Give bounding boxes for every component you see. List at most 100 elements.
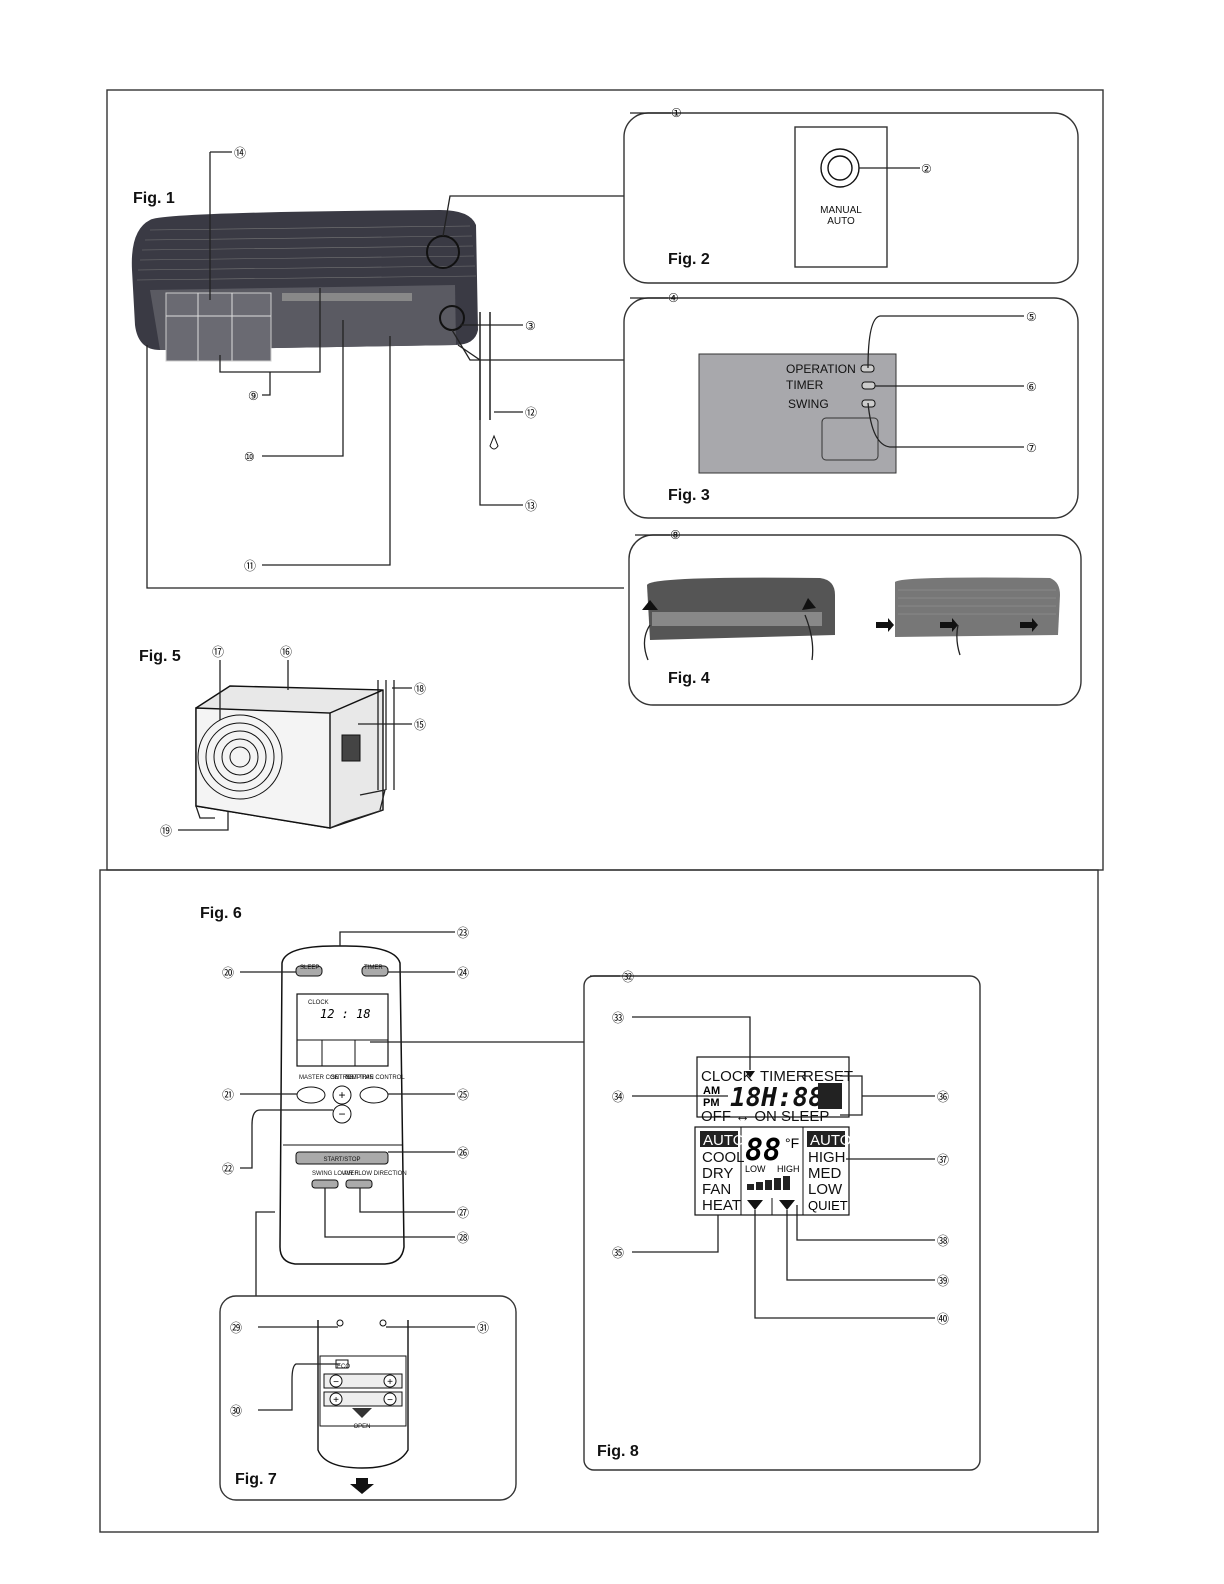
svg-text:+: + (387, 1377, 393, 1388)
callout-12: ⑫ (525, 406, 537, 420)
callout-6: ⑥ (1026, 380, 1037, 394)
fig8-panel (583, 975, 981, 1471)
lcd-fan-low: LOW (808, 1181, 843, 1198)
open-arrow-icon (352, 1408, 372, 1418)
fig7-panel (219, 1295, 517, 1501)
lcd-temp: 88 (745, 1133, 781, 1168)
swing-louver-label: SWING LOUVER (312, 1171, 359, 1177)
callout-40: ㊵ (937, 1312, 949, 1326)
callout-9: ⑨ (248, 389, 259, 403)
set-time-label: SET TIME (346, 1075, 373, 1081)
lcd-fan-high: HIGH (808, 1149, 846, 1166)
svg-text:−: − (333, 1377, 339, 1388)
callout-30: ㉚ (230, 1404, 242, 1418)
lcd-clock: CLOCK (701, 1068, 753, 1085)
callout-4: ④ (668, 291, 679, 305)
remote-timer-label: TIMER (364, 965, 383, 971)
set-temp-label: SET TEMP (331, 1075, 361, 1081)
svg-text:−: − (387, 1395, 393, 1406)
callout-21: ㉑ (222, 1088, 234, 1102)
callout-19: ⑲ (160, 824, 172, 838)
callout-24: ㉔ (457, 966, 469, 980)
callout-16: ⑯ (280, 645, 292, 659)
auto-label: AUTO (827, 216, 855, 227)
fig7-label: Fig. 7 (235, 1471, 277, 1488)
fig4-panel (628, 534, 1082, 706)
eco-label: ECO (337, 1364, 350, 1370)
callout-13: ⑬ (525, 499, 537, 513)
lcd-am: AM (703, 1085, 720, 1097)
indicator-panel (698, 353, 897, 474)
lcd-off-on-sleep: OFF ↔ ON SLEEP (701, 1108, 829, 1125)
operation-label: OPERATION (786, 362, 856, 376)
air-flow-direction-label: AIR FLOW DIRECTION (343, 1171, 407, 1177)
callout-14: ⑭ (234, 146, 246, 160)
callout-26: ㉖ (457, 1146, 469, 1160)
fig2-label: Fig. 2 (668, 251, 710, 268)
remote-lcd (296, 993, 389, 1067)
remote-back: ECO − + + − OPEN (317, 1319, 409, 1494)
lcd-display: CLOCK TIMER RESET AM PM 18H:88M OFF ↔ ON… (694, 1056, 853, 1216)
lcd-mode-auto: AUTO (703, 1132, 744, 1149)
lcd-fan-quiet: QUIET (808, 1198, 848, 1213)
callout-23: ㉓ (457, 926, 469, 940)
remote-sleep-label: SLEEP (300, 965, 319, 971)
callout-10: ⑩ (244, 450, 255, 464)
callout-15: ⑮ (414, 718, 426, 732)
lcd-unit: °F (785, 1135, 799, 1151)
callout-3: ③ (525, 319, 536, 333)
lcd-low: LOW (745, 1164, 766, 1174)
start-stop-label: START/STOP (323, 1157, 360, 1163)
fig1-label: Fig. 1 (133, 190, 175, 207)
fig3-label: Fig. 3 (668, 487, 710, 504)
fig2-panel (623, 112, 1079, 284)
lcd-fan-bars (747, 1176, 790, 1190)
lcd-sleep-block-icon (818, 1083, 842, 1109)
callout-1: ① (671, 106, 682, 120)
fig3-panel (623, 297, 1079, 519)
minus-button-label: − (338, 1107, 345, 1121)
manual-auto-button-icon (820, 148, 860, 188)
lcd-fan-auto: AUTO (810, 1132, 851, 1149)
callout-29: ㉙ (230, 1321, 242, 1335)
timer-lamp-icon (861, 381, 876, 390)
fig4-unit-closed (876, 577, 1060, 656)
fig6-label: Fig. 6 (200, 905, 242, 922)
lcd-mode-heat: HEAT (702, 1197, 741, 1214)
lower-frame (99, 869, 1099, 1533)
callout-8: ⑧ (670, 528, 681, 542)
callout-11: ⑪ (244, 559, 256, 573)
lcd-pm: PM (703, 1097, 720, 1109)
callout-28: ㉘ (457, 1231, 469, 1245)
fan-control-label: FAN CONTROL (362, 1075, 405, 1081)
callout-22: ㉒ (222, 1162, 234, 1176)
callout-27: ㉗ (457, 1206, 469, 1220)
lcd-arrow-right-icon (779, 1200, 795, 1210)
callout-33: ㉝ (612, 1011, 624, 1025)
lcd-timer: TIMER (760, 1068, 807, 1085)
lcd-high: HIGH (777, 1164, 800, 1174)
callout-17: ⑰ (212, 645, 224, 659)
callout-38: ㊳ (937, 1234, 949, 1248)
callout-34: ㉞ (612, 1090, 624, 1104)
open-label: OPEN (353, 1424, 370, 1430)
fig5-label: Fig. 5 (139, 648, 181, 665)
callout-18: ⑱ (414, 682, 426, 696)
callout-37: ㊲ (937, 1153, 949, 1167)
lcd-reset: RESET (803, 1068, 853, 1085)
remote-clock-label: CLOCK (308, 1000, 329, 1006)
callout-2: ② (921, 162, 932, 176)
manual-auto-switch-plate (794, 126, 888, 268)
callout-32: ㉜ (622, 970, 634, 984)
callout-35: ㉟ (612, 1246, 624, 1260)
lcd-arrow-left-icon (747, 1200, 763, 1210)
fig4-label: Fig. 4 (668, 670, 710, 687)
fig4-unit-open (642, 577, 835, 661)
callout-7: ⑦ (1026, 441, 1037, 455)
indoor-unit (131, 210, 499, 450)
lcd-mode-dry: DRY (702, 1165, 733, 1182)
lcd-mode-cool: COOL (702, 1149, 745, 1166)
fig8-label: Fig. 8 (597, 1443, 639, 1460)
lcd-mode-fan: FAN (702, 1181, 731, 1198)
